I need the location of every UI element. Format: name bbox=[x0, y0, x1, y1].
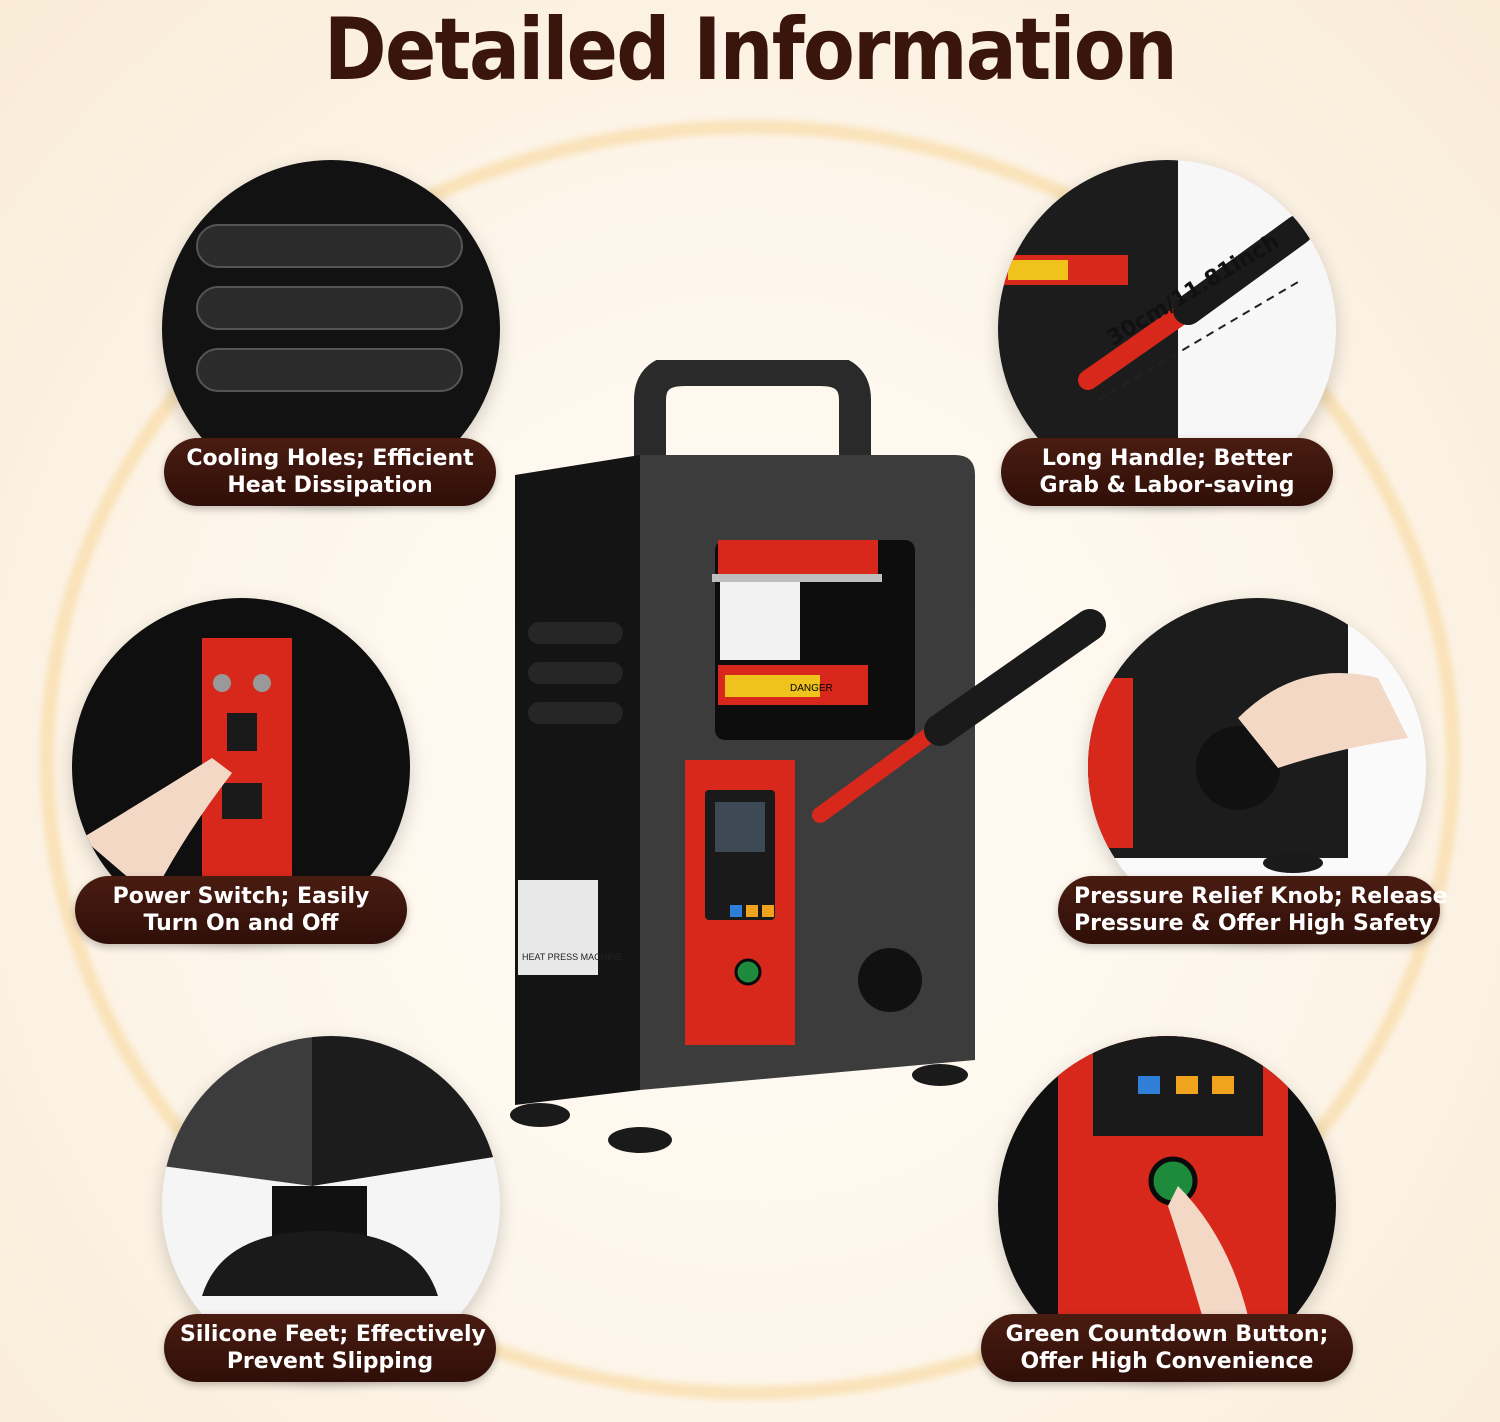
cooling-vent bbox=[528, 702, 623, 724]
feature-caption-feet: Silicone Feet; Effectively Prevent Slipp… bbox=[164, 1314, 496, 1382]
up-button[interactable] bbox=[762, 905, 774, 917]
cooling-vent bbox=[528, 662, 623, 684]
lcd-screen bbox=[715, 802, 765, 852]
caption-line: Power Switch; Easily bbox=[112, 884, 370, 909]
feature-caption-knob: Pressure Relief Knob; Release Pressure &… bbox=[1058, 876, 1448, 944]
heat-press-machine-image: DANGER HEAT PRESS MACHINE bbox=[510, 360, 1106, 1153]
caption-line: Pressure Relief Knob; Release bbox=[1074, 884, 1448, 909]
caption-line: Silicone Feet; Effectively bbox=[180, 1322, 486, 1347]
feature-caption-cooling: Cooling Holes; Efficient Heat Dissipatio… bbox=[164, 438, 496, 506]
relief-knob-photo bbox=[1088, 598, 1426, 936]
pressure-relief-knob[interactable] bbox=[858, 948, 922, 1012]
caption-line: Grab & Labor-saving bbox=[1039, 473, 1295, 498]
feature-caption-countdown: Green Countdown Button; Offer High Conve… bbox=[981, 1314, 1353, 1382]
upper-heat-plate bbox=[718, 540, 878, 580]
spec-label bbox=[518, 880, 598, 975]
side-panel bbox=[515, 455, 640, 1105]
feature-caption-power: Power Switch; Easily Turn On and Off bbox=[75, 876, 407, 944]
carry-handle bbox=[634, 360, 871, 471]
cooling-vent bbox=[528, 622, 623, 644]
caption-line: Green Countdown Button; bbox=[1005, 1322, 1329, 1347]
caption-line: Heat Dissipation bbox=[227, 473, 433, 498]
danger-sticker bbox=[725, 675, 820, 697]
spec-label-text: HEAT PRESS MACHINE bbox=[522, 952, 622, 962]
down-button[interactable] bbox=[746, 905, 758, 917]
silicone-foot bbox=[608, 1127, 672, 1153]
caption-line: Cooling Holes; Efficient bbox=[186, 446, 474, 471]
silicone-foot bbox=[912, 1064, 968, 1086]
feature-caption-handle: Long Handle; Better Grab & Labor-saving bbox=[1001, 438, 1333, 506]
lever-grip[interactable] bbox=[924, 609, 1106, 746]
cooling-holes-image bbox=[196, 224, 463, 392]
silicone-foot bbox=[510, 1103, 570, 1127]
power-switch-image bbox=[82, 638, 292, 898]
caption-line: Long Handle; Better bbox=[1041, 446, 1293, 471]
page-title: Detailed Information bbox=[323, 0, 1178, 100]
caption-line: Turn On and Off bbox=[143, 911, 339, 936]
caption-line: Pressure & Offer High Safety bbox=[1074, 911, 1434, 936]
danger-sticker-text: DANGER bbox=[790, 683, 833, 694]
countdown-button[interactable] bbox=[734, 958, 762, 986]
caption-line: Prevent Slipping bbox=[226, 1349, 434, 1374]
caption-line: Offer High Convenience bbox=[1020, 1349, 1314, 1374]
set-button[interactable] bbox=[730, 905, 742, 917]
upper-plate-edge bbox=[712, 574, 882, 582]
countdown-button-image bbox=[1058, 1036, 1288, 1336]
